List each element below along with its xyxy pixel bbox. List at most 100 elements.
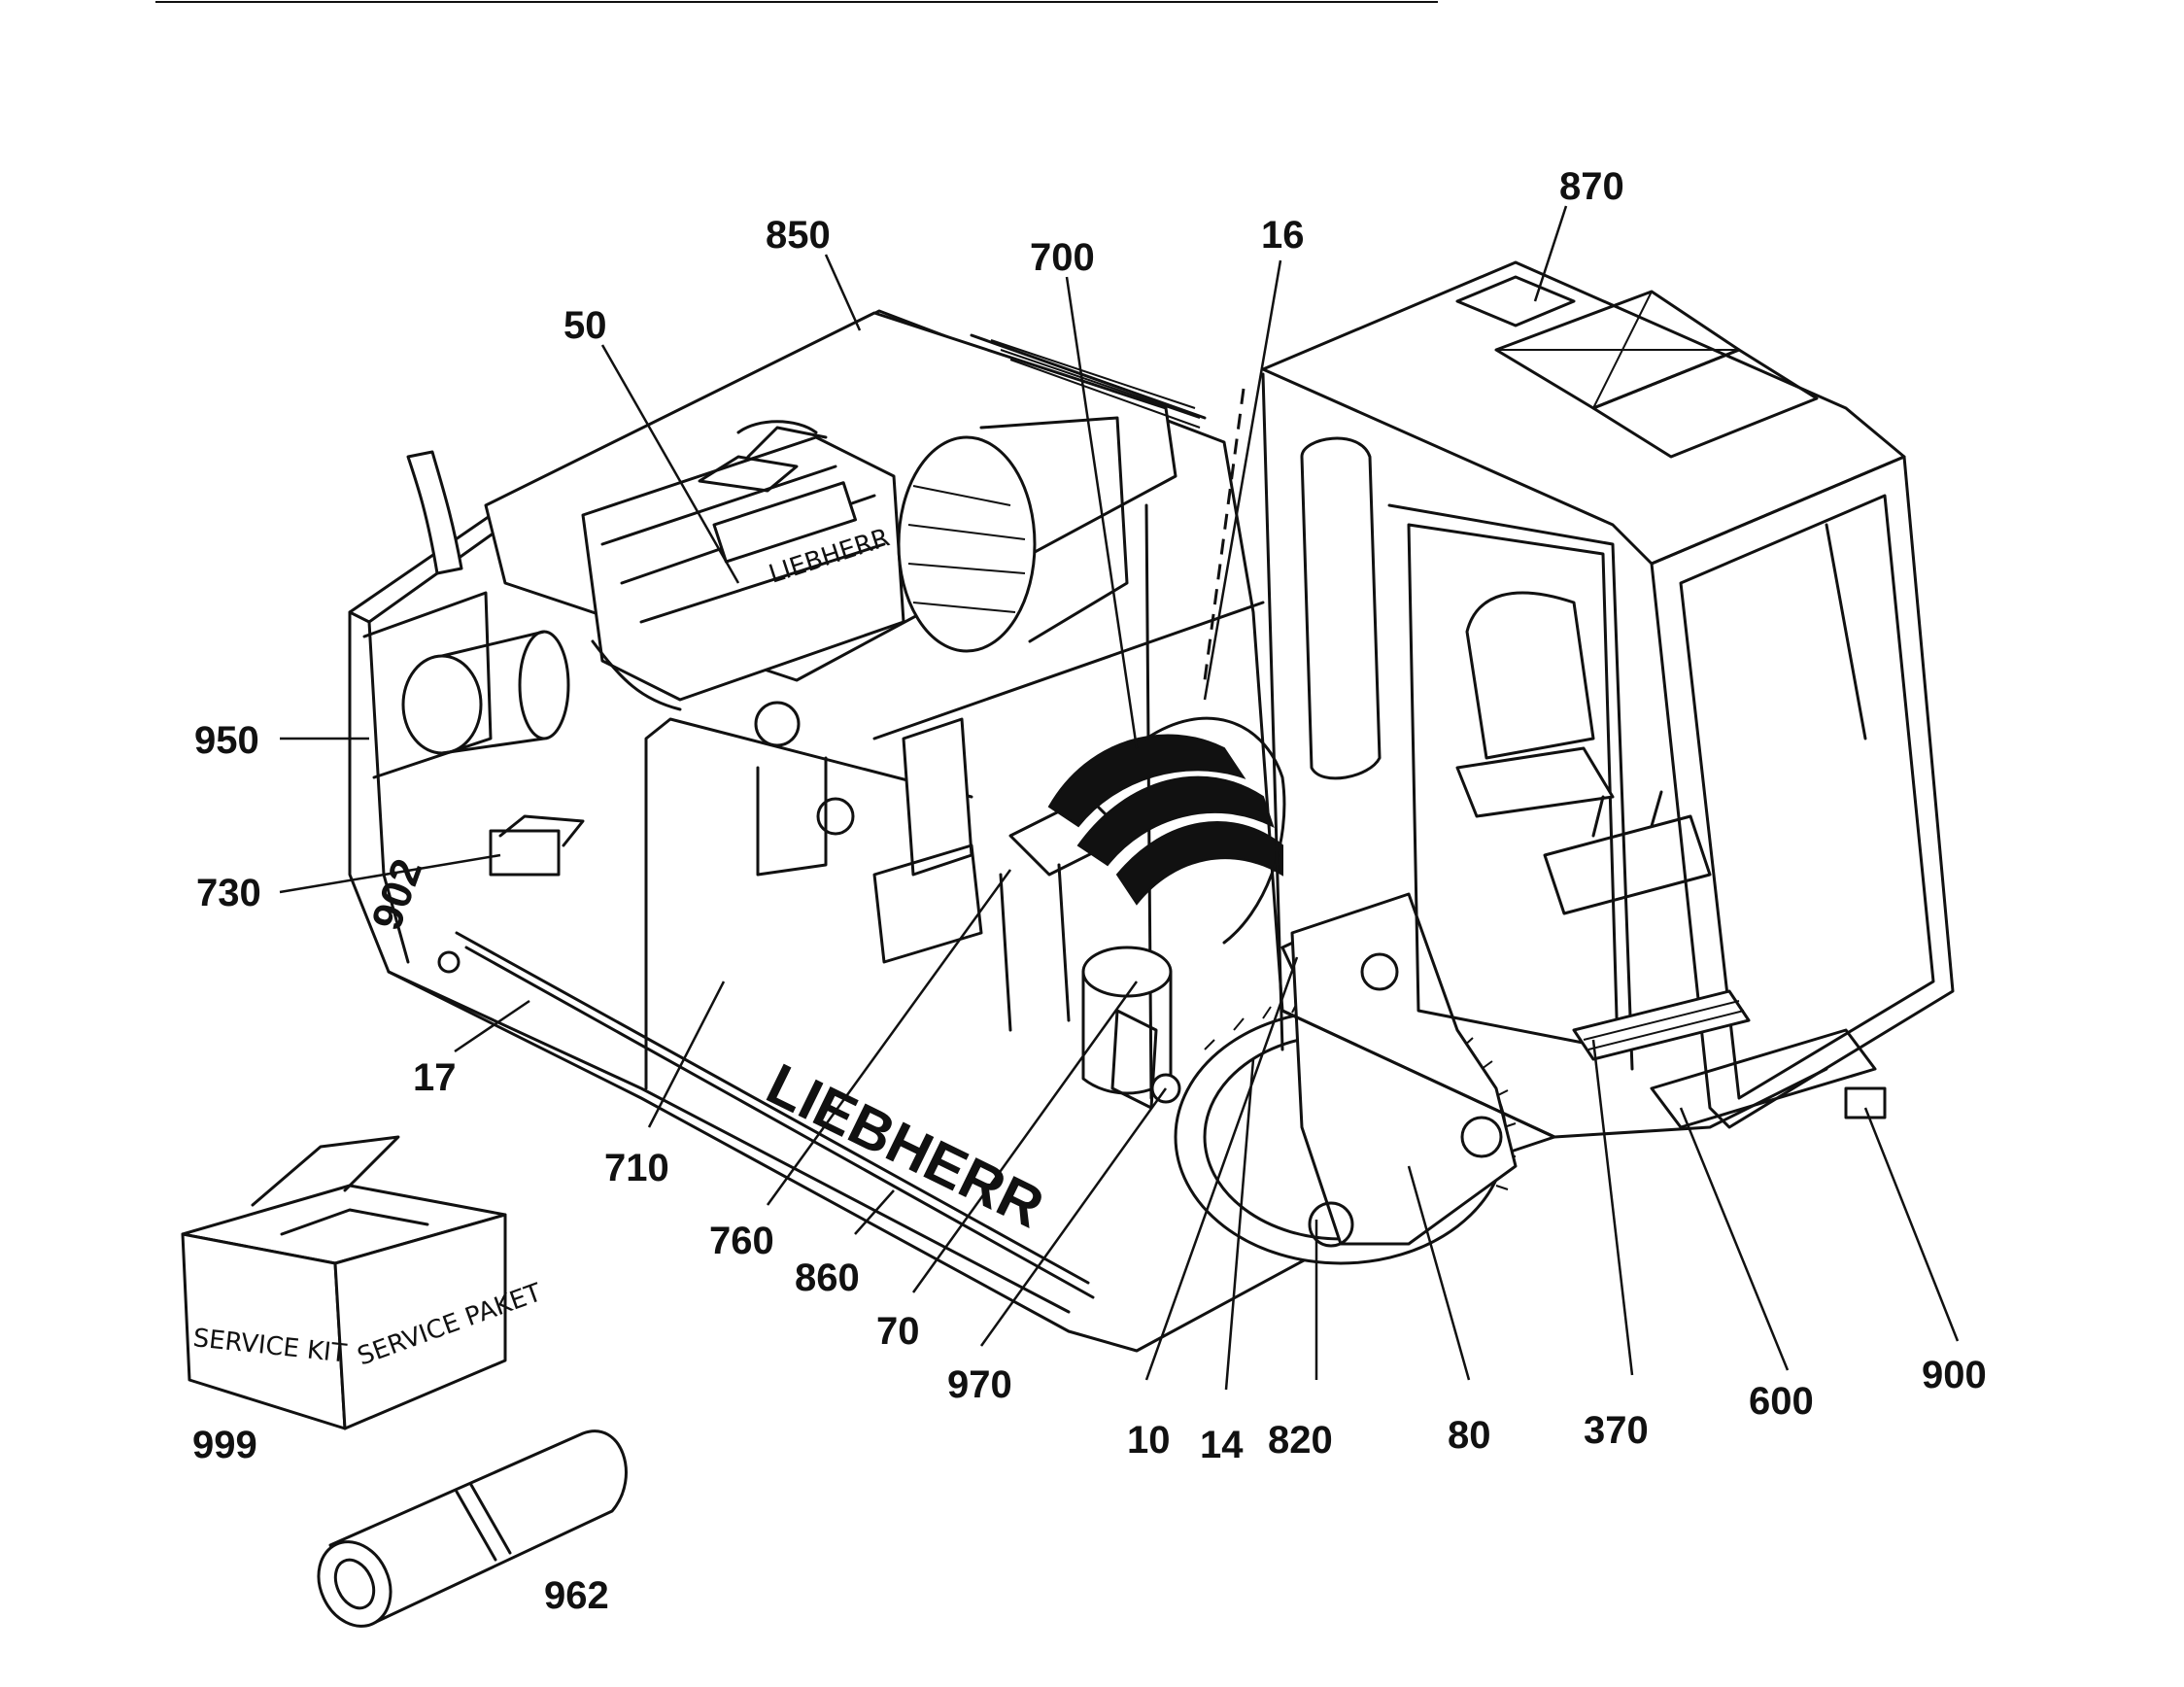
oil-cap [816,797,855,836]
leader-370 [1591,1039,1634,1376]
box-tape [280,1208,429,1236]
air-filter [401,654,483,755]
leader-850 [824,254,862,331]
roof-rear-panel [1591,348,1819,459]
leader-700 [1065,276,1139,749]
control-console [1543,814,1712,915]
step-treads [1583,1000,1745,1050]
rear-face [348,610,410,964]
hose-bundle-1 [1047,734,1246,828]
cab-floor-edge [1280,1009,1828,1139]
callout-80: 80 [1448,1414,1491,1457]
hose-bundle-2 [1076,775,1275,867]
hood-grille-edge [970,333,1207,420]
callout-10: 10 [1127,1419,1171,1462]
leader-760 [766,869,1012,1206]
callout-710: 710 [604,1147,669,1189]
slewing-ring-80 [1174,892,1556,1265]
callout-999: 999 [192,1424,257,1466]
engine-pipe-1 [736,420,818,434]
air-filter-body [440,630,546,755]
hose-loop-outline [1144,716,1286,945]
rear-window-frame [362,591,493,779]
fan-blades [907,485,1026,613]
lower-stripe-2 [464,946,1095,1299]
callout-850: 850 [766,214,831,257]
roll-band [455,1483,512,1562]
callout-16: 16 [1261,214,1305,257]
hose-bundle-3 [1115,821,1283,906]
roof-window-cross [1496,291,1739,409]
cab-door-frame [1387,503,1634,1071]
rolled-document [317,1429,628,1628]
cab-door-window [1300,436,1382,780]
pipe-bracket [902,717,973,877]
filter-canister [754,701,801,747]
callout-70: 70 [876,1310,920,1353]
body-bolt [437,950,461,974]
lower-side-edge [387,970,1071,1314]
leader-860 [854,1189,895,1235]
boom-bore-3 [1308,1201,1354,1248]
engine-50: LIEBHERR [581,416,1129,877]
leader-600 [1679,1107,1790,1371]
operator-cab [1203,260,1955,1139]
slew-motor-top [1081,946,1173,998]
callout-labels: 850 870 700 16 50 950 730 17 710 760 860… [192,165,1987,1617]
lamp-900 [1844,1086,1887,1119]
pump-730 [489,829,561,877]
callout-970: 970 [947,1363,1012,1406]
joysticks [1591,790,1663,838]
radiator-shroud [979,416,1129,643]
callout-14: 14 [1200,1424,1244,1466]
leader-730 [279,853,501,894]
exhaust-pipe [406,450,463,575]
leader-900 [1863,1107,1960,1342]
callout-730: 730 [196,872,261,914]
hydraulic-tank [756,756,828,877]
leader-80 [1407,1165,1471,1381]
leader-870 [1533,205,1568,302]
callout-870: 870 [1559,165,1624,208]
callout-950: 950 [194,719,259,762]
leader-70 [911,981,1139,1293]
pump-block [872,844,983,964]
cab-front-window [1679,494,1935,1100]
engine-nameplate [712,481,858,564]
wiper [1825,523,1867,740]
valve-legs [999,863,1071,1032]
step-370 [1572,989,1751,1061]
callout-50: 50 [563,304,607,347]
leader-970 [979,1087,1168,1347]
radiator-fan [897,435,1037,653]
callout-820: 820 [1268,1419,1333,1462]
leader-50 [600,344,740,584]
leader-17 [454,999,530,1053]
box-flap [251,1135,400,1207]
floor-plate-600 [1650,1028,1877,1129]
boom-bore-2 [1460,1116,1503,1158]
cab-roof [1261,260,1906,566]
injection-pump [698,426,828,493]
callout-962: 962 [544,1574,609,1617]
leader-16 [1203,259,1282,701]
leader-lines [279,205,1960,1391]
frame-bar [872,601,1265,740]
leader-10 [1144,956,1299,1381]
leader-710 [647,981,726,1128]
box-side [333,1213,507,1430]
roof-hatch [1455,275,1576,327]
callout-370: 370 [1584,1409,1649,1452]
operator-seat-back [1465,591,1595,760]
side-panel-710 [644,717,973,1090]
center-plate-820 [1290,892,1518,1246]
callout-600: 600 [1749,1380,1814,1423]
service-kit-box: SERVICE KIT SERVICE PAKET [181,1135,546,1430]
leader-14 [1224,1058,1255,1391]
cab-rear-post [1261,372,1284,1051]
boom-bore-1 [1360,952,1399,991]
air-filter-end [518,630,570,740]
callout-760: 760 [709,1220,774,1262]
roll-end-outer [317,1540,392,1628]
